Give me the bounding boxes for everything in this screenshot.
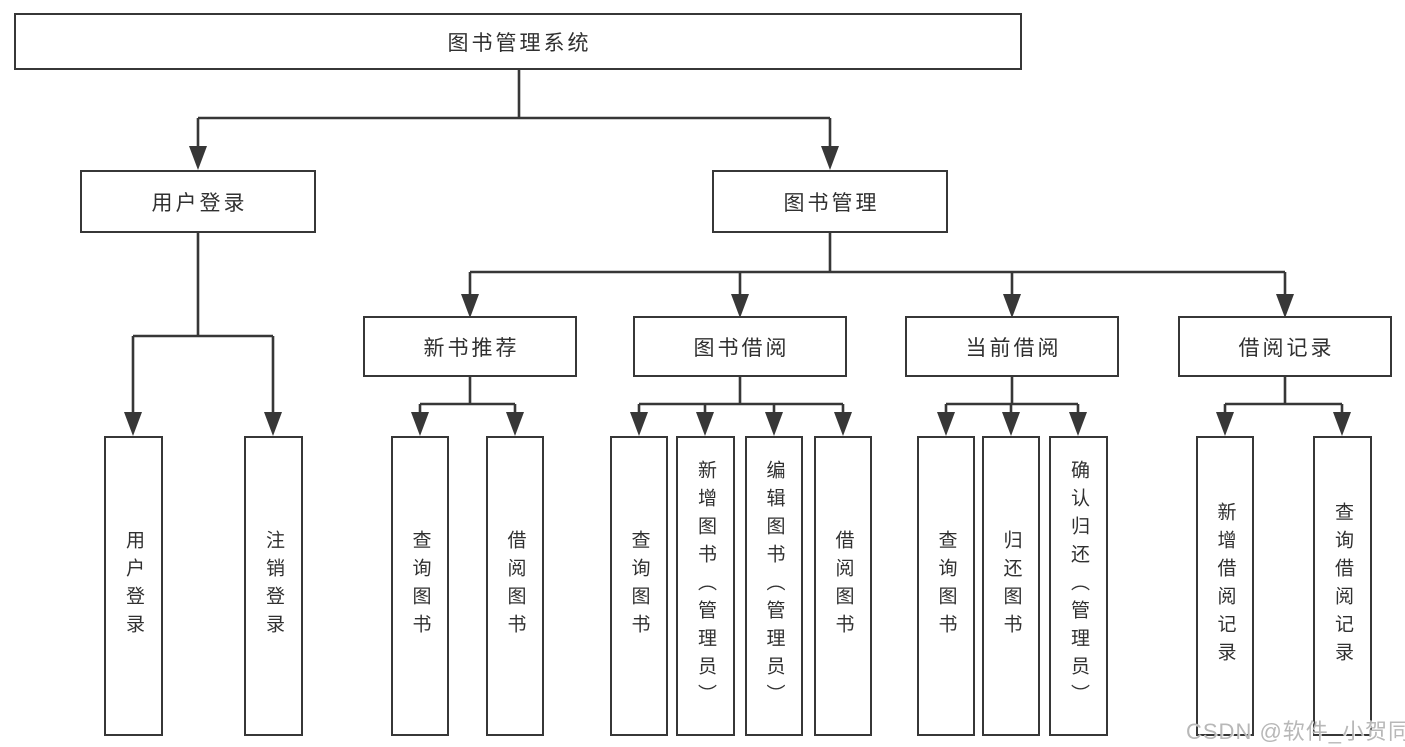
arrowhead-icon [264,412,282,436]
node-new-book-recommend: 新书推荐 [363,316,577,377]
node-book-borrowing: 图书借阅 [633,316,847,377]
node-book-management-label: 图书管理 [783,191,880,215]
arrowhead-icon [696,412,714,436]
leaf-add-books-admin: 新增图书（管理员） [676,436,735,736]
node-borrowing-records: 借阅记录 [1178,316,1392,377]
leaf-borrow-books-label: 借阅图书 [832,530,854,642]
node-current-borrowing-label: 当前借阅 [965,336,1062,360]
leaf-logout-label: 注销登录 [263,530,284,642]
leaf-logout: 注销登录 [244,436,303,736]
arrowhead-icon [731,294,749,318]
leaf-user-login-label: 用户登录 [123,530,144,642]
arrowhead-icon [189,146,207,170]
leaf-query-books-current-label: 查询图书 [935,530,957,642]
leaf-confirm-return-admin: 确认归还（管理员） [1049,436,1108,736]
arrowhead-icon [821,146,839,170]
leaf-query-books-recommend-label: 查询图书 [409,530,431,642]
leaf-confirm-return-admin-label: 确认归还（管理员） [1068,460,1089,712]
node-new-book-recommend-label: 新书推荐 [423,336,520,360]
leaf-query-books-borrow-label: 查询图书 [628,530,650,642]
arrowhead-icon [1069,412,1087,436]
arrowhead-icon [1276,294,1294,318]
arrowhead-icon [461,294,479,318]
arrowhead-icon [937,412,955,436]
connector-path [131,70,1344,416]
node-root-label: 图书管理系统 [447,31,592,55]
arrowhead-icon [506,412,524,436]
leaf-add-borrow-record-label: 新增借阅记录 [1214,502,1236,670]
node-borrowing-records-label: 借阅记录 [1238,336,1335,360]
arrowhead-icon [1333,412,1351,436]
leaf-query-books-current: 查询图书 [917,436,975,736]
node-current-borrowing: 当前借阅 [905,316,1119,377]
leaf-return-books: 归还图书 [982,436,1040,736]
leaf-query-books-recommend: 查询图书 [391,436,449,736]
arrowhead-icon [124,412,142,436]
leaf-return-books-label: 归还图书 [1000,530,1022,642]
leaf-edit-books-admin: 编辑图书（管理员） [745,436,803,736]
leaf-query-borrow-record-label: 查询借阅记录 [1332,502,1353,670]
arrowhead-icon [765,412,783,436]
leaf-borrow-books: 借阅图书 [814,436,872,736]
arrowhead-icon [411,412,429,436]
arrowhead-icon [1003,294,1021,318]
leaf-user-login: 用户登录 [104,436,163,736]
arrowhead-icon [1216,412,1234,436]
csdn-watermark: CSDN @软件_小贺同学 [1186,719,1405,744]
leaf-query-borrow-record: 查询借阅记录 [1313,436,1372,736]
node-user-login: 用户登录 [80,170,316,233]
node-book-borrowing-label: 图书借阅 [693,336,790,360]
leaf-borrow-books-recommend: 借阅图书 [486,436,544,736]
leaf-query-books-borrow: 查询图书 [610,436,668,736]
arrowhead-icon [630,412,648,436]
leaf-add-books-admin-label: 新增图书（管理员） [695,460,716,712]
arrowhead-icon [834,412,852,436]
leaf-edit-books-admin-label: 编辑图书（管理员） [763,460,785,712]
leaf-borrow-books-recommend-label: 借阅图书 [504,530,526,642]
leaf-add-borrow-record: 新增借阅记录 [1196,436,1254,736]
node-user-login-label: 用户登录 [151,191,248,215]
node-root: 图书管理系统 [14,13,1022,70]
node-book-management: 图书管理 [712,170,948,233]
arrowhead-icon [1002,412,1020,436]
